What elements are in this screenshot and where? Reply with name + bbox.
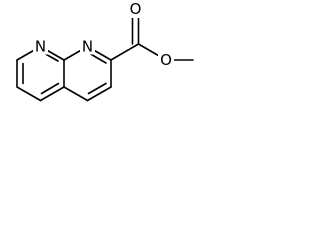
carbonyl-oxygen-atom-label: O — [130, 0, 142, 18]
bond — [63, 86, 89, 102]
ester-group — [110, 13, 194, 61]
bond — [86, 86, 112, 102]
bond — [110, 43, 140, 61]
bond — [39, 86, 65, 102]
ester-oxygen-atom-label: O — [160, 51, 172, 69]
bond — [16, 86, 42, 102]
nitrogen-atom-label: N — [82, 38, 93, 56]
nitrogen-atom-label: N — [35, 38, 46, 56]
structure-diagram: N N O O — [16, 0, 194, 102]
bond — [40, 82, 60, 95]
atom-labels: N N O O — [33, 0, 174, 69]
bond — [87, 82, 107, 95]
left-ring — [16, 45, 65, 102]
